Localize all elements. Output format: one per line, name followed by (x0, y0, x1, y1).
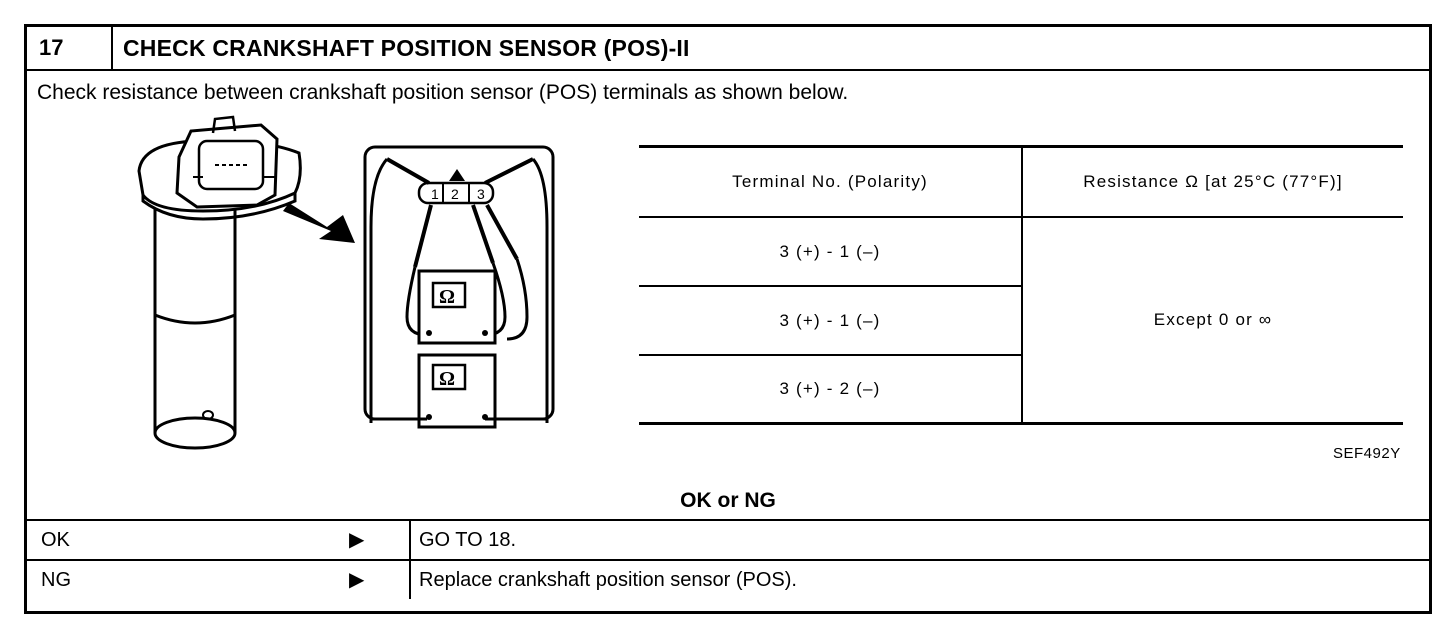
arrow-icon: ▶ (349, 529, 365, 551)
terminal-cell: 3 (+) - 2 (–) (639, 355, 1023, 424)
result-row-ng: NG ▶ Replace crankshaft position sensor … (27, 559, 1429, 599)
procedure-frame: 17 CHECK CRANKSHAFT POSITION SENSOR (POS… (24, 24, 1432, 614)
step-number: 17 (27, 27, 113, 69)
table-header-row: Terminal No. (Polarity) Resistance Ω [at… (639, 146, 1403, 217)
terminal-cell: 3 (+) - 1 (–) (639, 286, 1023, 355)
resistance-cell: Except 0 or ∞ (1153, 310, 1273, 329)
meter-diagram (363, 145, 555, 429)
table-row: 3 (+) - 1 (–) (639, 286, 1403, 355)
terminal-label-3: 3 (477, 186, 485, 202)
procedure-header: 17 CHECK CRANKSHAFT POSITION SENSOR (POS… (27, 27, 1429, 71)
ohm-symbol: Ω (439, 286, 455, 308)
column-header-resistance: Resistance Ω [at 25°C (77°F)] (1083, 172, 1343, 191)
arrow-icon: ▶ (349, 569, 365, 591)
resistance-table: Terminal No. (Polarity) Resistance Ω [at… (639, 145, 1403, 425)
result-heading: OK or NG (680, 489, 776, 512)
ohm-symbol: Ω (439, 368, 455, 390)
result-label: NG (41, 569, 71, 591)
pointer-arrow (283, 203, 355, 243)
terminal-label-1: 1 (431, 186, 439, 202)
result-action: GO TO 18. (419, 529, 517, 551)
meter-terminals (426, 330, 488, 420)
result-label: OK (41, 529, 70, 551)
terminal-cell: 3 (+) - 1 (–) (639, 217, 1023, 286)
table-row: 3 (+) - 1 (–) Except 0 or ∞ (639, 217, 1403, 329)
result-options: OK ▶ GO TO 18. NG ▶ Replace crankshaft p… (27, 519, 1429, 599)
column-divider (409, 521, 411, 559)
sensor-illustration: 1 2 3 Ω Ω (137, 115, 555, 450)
figure-code: SEF492Y (1333, 445, 1401, 462)
column-divider (409, 561, 411, 599)
sensor-drawing (137, 115, 302, 450)
terminal-label-2: 2 (451, 186, 459, 202)
table-row: 3 (+) - 2 (–) (639, 355, 1403, 424)
column-header-terminal: Terminal No. (Polarity) (639, 146, 1023, 217)
result-row-ok: OK ▶ GO TO 18. (27, 519, 1429, 559)
step-title: CHECK CRANKSHAFT POSITION SENSOR (POS)-I… (123, 35, 690, 61)
instruction-text: Check resistance between crankshaft posi… (37, 81, 849, 104)
result-action: Replace crankshaft position sensor (POS)… (419, 569, 797, 591)
